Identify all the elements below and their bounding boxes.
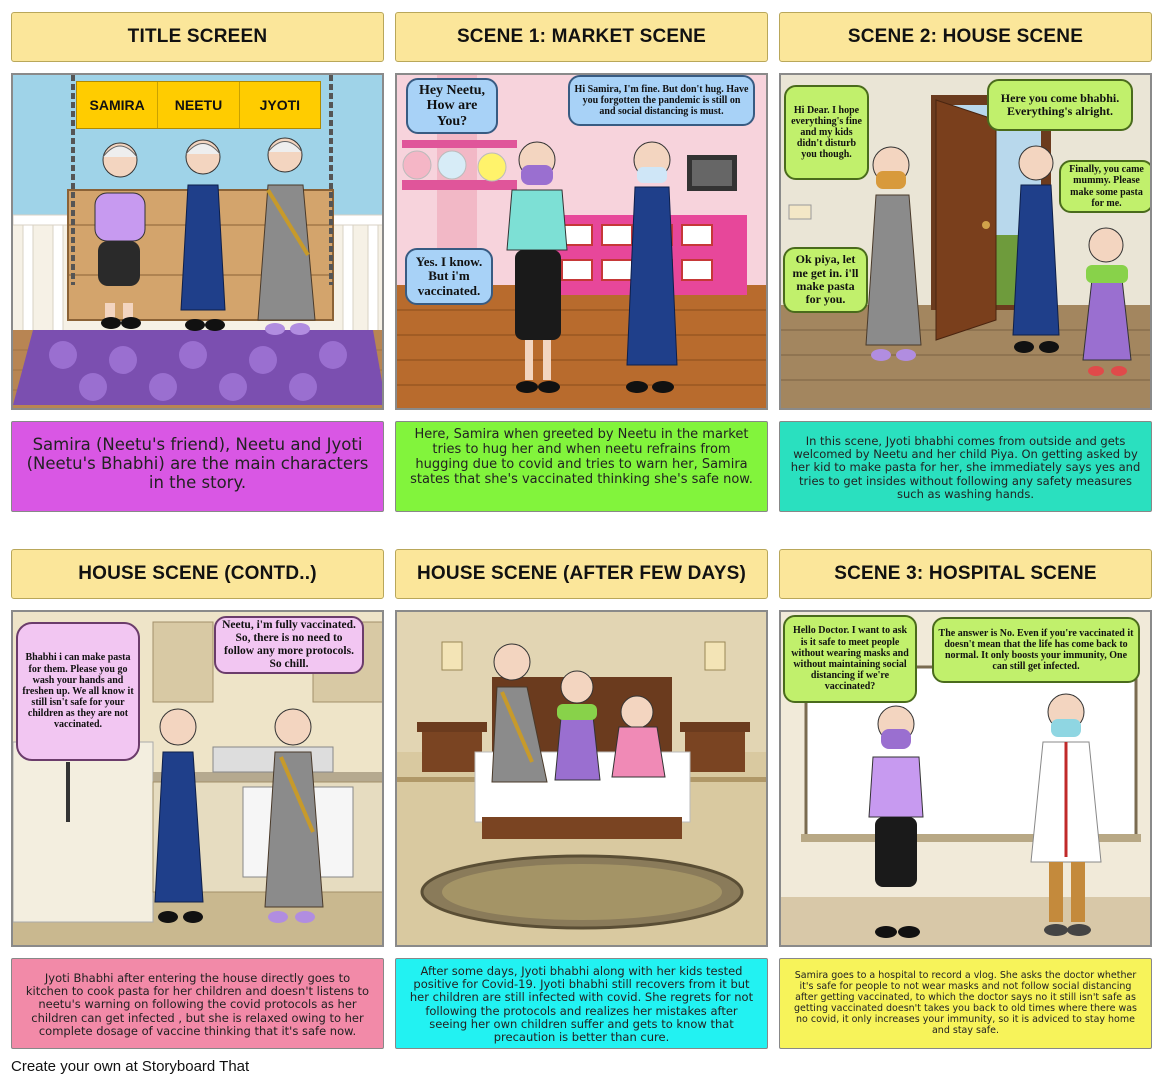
neetu-kitchen-figure [154, 708, 204, 923]
kitchen-scene-description: Jyoti Bhabhi after entering the house di… [11, 958, 384, 1049]
doctor-figure [1030, 693, 1102, 936]
sick-kid-figure [554, 670, 601, 781]
jyoti-sick-figure [491, 643, 548, 783]
bedroom-scene-description: After some days, Jyoti bhabhi along with… [395, 958, 768, 1049]
house-scene-description: In this scene, Jyoti bhabhi comes from o… [779, 421, 1152, 512]
hospital-doctor-answer-bubble: The answer is No. Even if you're vaccina… [932, 617, 1140, 683]
hospital-scene-panel: Hello Doctor. I want to ask is it safe t… [779, 610, 1152, 947]
hospital-samira-question-bubble: Hello Doctor. I want to ask is it safe t… [783, 615, 917, 703]
house-kid-pasta-bubble: Finally, you came mummy. Please make som… [1059, 160, 1150, 213]
title-screen-panel: SAMIRA NEETU JYOTI [11, 73, 384, 410]
jyoti-masked-figure [865, 146, 922, 361]
scene2-heading: SCENE 2: HOUSE SCENE [779, 12, 1152, 62]
samira-label: SAMIRA [89, 97, 145, 113]
market-scene-panel: Hey Neetu, How are You? Hi Samira, I'm f… [395, 73, 768, 410]
piya-kid-figure [1082, 227, 1132, 376]
samira-hospital-figure [868, 705, 924, 938]
house-contd-heading: HOUSE SCENE (CONTD..) [11, 549, 384, 599]
title-screen-description: Samira (Neetu's friend), Neetu and Jyoti… [11, 421, 384, 512]
neetu-masked-figure [626, 141, 678, 393]
market-vaccinated-bubble: Yes. I know. But i'm vaccinated. [405, 248, 493, 305]
house-jyoti-reply-bubble: Ok piya, let me get in. i'll make pasta … [783, 247, 868, 313]
house-neetu-bubble: Hi Dear. I hope everything's fine and my… [784, 85, 869, 180]
samira-figure [94, 142, 146, 329]
title-screen-heading: TITLE SCREEN [11, 12, 384, 62]
bedroom-scene-panel [395, 610, 768, 947]
market-samira-warning-bubble: Hi Samira, I'm fine. But don't hug. Have… [568, 75, 755, 126]
character-name-jyoti: JYOTI [240, 82, 320, 128]
market-scene-description: Here, Samira when greeted by Neetu in th… [395, 421, 768, 512]
scene1-heading: SCENE 1: MARKET SCENE [395, 12, 768, 62]
samira-masked-figure [506, 141, 568, 393]
house-scene-panel: Hi Dear. I hope everything's fine and my… [779, 73, 1152, 410]
hospital-scene-description: Samira goes to a hospital to record a vl… [779, 958, 1152, 1049]
character-name-samira: SAMIRA [77, 82, 159, 128]
scene3-heading: SCENE 3: HOSPITAL SCENE [779, 549, 1152, 599]
kitchen-neetu-warning-bubble: Bhabhi i can make pasta for them. Please… [16, 622, 140, 761]
jyoti-figure [257, 137, 316, 335]
storyboard-that-link[interactable]: Create your own at Storyboard That [11, 1058, 250, 1075]
neetu-door-figure [1012, 145, 1060, 353]
neetu-label: NEETU [174, 97, 223, 113]
market-neetu-greeting-bubble: Hey Neetu, How are You? [406, 78, 498, 134]
character-name-neetu: NEETU [158, 82, 240, 128]
jyoti-kitchen-figure [264, 708, 324, 923]
jyoti-label: JYOTI [259, 97, 301, 113]
sick-baby-figure [611, 695, 666, 778]
porch-swing-illustration [13, 75, 382, 408]
character-name-banner: SAMIRA NEETU JYOTI [76, 81, 321, 129]
house-after-days-heading: HOUSE SCENE (AFTER FEW DAYS) [395, 549, 768, 599]
bedroom-illustration [397, 612, 766, 945]
kitchen-jyoti-reply-bubble: Neetu, i'm fully vaccinated. So, there i… [214, 616, 364, 674]
neetu-figure [180, 139, 226, 331]
kitchen-scene-panel: Bhabhi i can make pasta for them. Please… [11, 610, 384, 947]
house-greeting-bubble: Here you come bhabhi. Everything's alrig… [987, 79, 1133, 131]
